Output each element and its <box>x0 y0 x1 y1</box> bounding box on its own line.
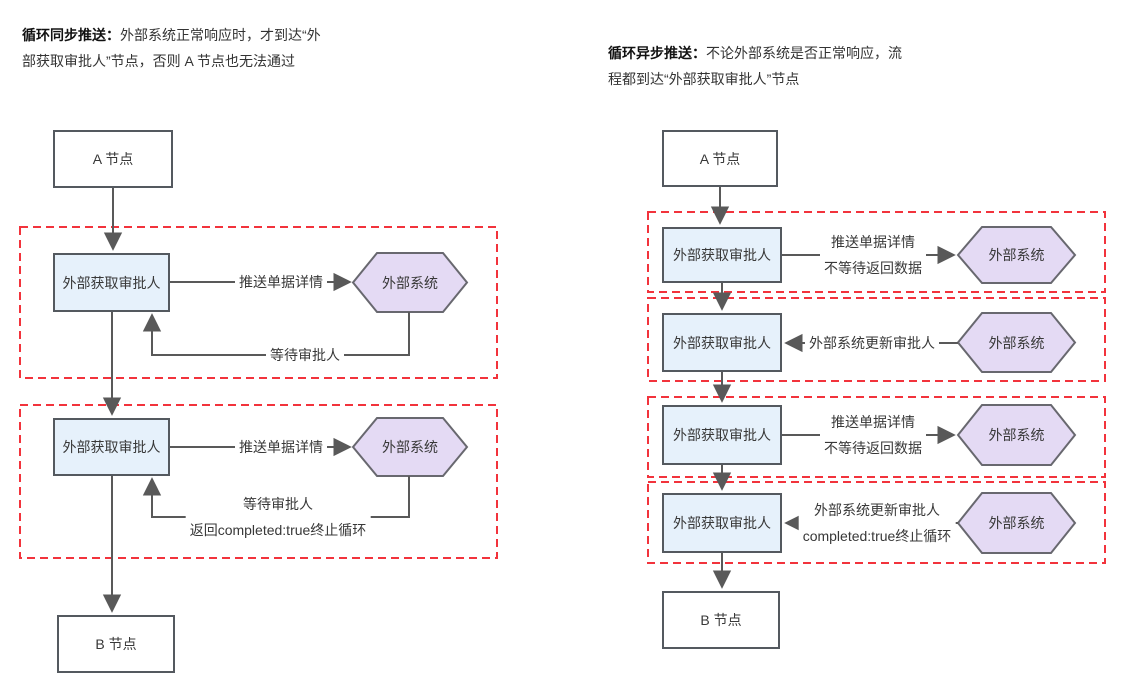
left-group1-forward-label: 推送单据详情 <box>235 269 327 295</box>
left-node-a-box: A 节点 <box>53 130 173 188</box>
right-caption-title: 循环异步推送： <box>608 45 706 61</box>
right-group1-label-line2: 不等待返回数据 <box>824 260 922 276</box>
right-group2-connector-label: 外部系统更新审批人 <box>805 330 939 356</box>
left-external2-label: 外部系统 <box>353 418 467 476</box>
left-node-b-label: B 节点 <box>95 636 137 652</box>
right-group1-connector-label: 推送单据详情 不等待返回数据 <box>820 229 926 281</box>
right-external1-label: 外部系统 <box>958 227 1075 283</box>
left-approver1-label: 外部获取审批人 <box>62 274 161 291</box>
left-group2-return-line2: 返回completed:true终止循环 <box>189 522 367 538</box>
right-group1-external-hexagon <box>956 226 1077 284</box>
right-approver4-label: 外部获取审批人 <box>673 515 771 531</box>
right-group3-label-line1: 推送单据详情 <box>831 414 915 430</box>
left-group2-return-label: 等待审批人 返回completed:true终止循环 <box>185 491 371 543</box>
left-group2-frame <box>19 404 498 559</box>
right-node-a-label: A 节点 <box>699 150 741 167</box>
right-node-b-box: B 节点 <box>662 591 780 649</box>
right-approver1-box: 外部获取审批人 <box>662 227 782 283</box>
right-group2-frame <box>647 297 1106 382</box>
left-approver2-box: 外部获取审批人 <box>53 418 170 476</box>
right-group3-connector-label: 推送单据详情 不等待返回数据 <box>820 409 926 461</box>
right-group4-frame <box>647 481 1106 564</box>
left-approver2-label: 外部获取审批人 <box>62 439 161 455</box>
right-external4-label: 外部系统 <box>958 493 1075 553</box>
left-group2-forward-label: 推送单据详情 <box>235 434 327 460</box>
right-external2-text: 外部系统 <box>988 334 1045 351</box>
left-external1-label: 外部系统 <box>353 253 467 312</box>
right-diagram-caption: 循环异步推送：不论外部系统是否正常响应，流程都到达“外部获取审批人”节点 <box>608 40 910 92</box>
left-node-b-box: B 节点 <box>57 615 175 673</box>
right-approver3-box: 外部获取审批人 <box>662 405 782 465</box>
right-group3-external-hexagon <box>956 404 1077 466</box>
right-group1-frame <box>647 211 1106 293</box>
left-node-a-label: A 节点 <box>92 151 134 167</box>
right-external4-text: 外部系统 <box>988 515 1045 531</box>
right-node-a-box: A 节点 <box>662 130 778 187</box>
right-external3-label: 外部系统 <box>958 405 1075 465</box>
right-node-b-label: B 节点 <box>700 612 742 628</box>
right-approver3-label: 外部获取审批人 <box>673 427 771 443</box>
left-group2-return-line1: 等待审批人 <box>242 496 313 512</box>
left-approver1-box: 外部获取审批人 <box>53 253 170 312</box>
left-external1-text: 外部系统 <box>382 274 438 291</box>
right-group1-label-line1: 推送单据详情 <box>831 234 915 250</box>
left-diagram-caption: 循环同步推送：外部系统正常响应时，才到达“外部获取审批人”节点，否则 A 节点也… <box>22 22 322 74</box>
right-group3-frame <box>647 396 1106 478</box>
right-approver4-box: 外部获取审批人 <box>662 493 782 553</box>
left-external2-text: 外部系统 <box>382 439 438 455</box>
right-external2-label: 外部系统 <box>958 313 1075 372</box>
right-approver1-label: 外部获取审批人 <box>673 247 771 263</box>
left-caption-text: 外部系统正常响应时，才到达“外部获取审批人”节点，否则 A 节点也无法通过 <box>22 27 321 69</box>
right-group4-label-line1: 外部系统更新审批人 <box>813 502 940 518</box>
right-external1-text: 外部系统 <box>988 247 1045 263</box>
right-approver2-label: 外部获取审批人 <box>673 334 771 351</box>
left-group1-return-label: 等待审批人 <box>266 342 344 368</box>
left-group1-frame <box>19 226 498 379</box>
right-group4-connector-label: 外部系统更新审批人 completed:true终止循环 <box>798 497 956 549</box>
left-group1-external-hexagon <box>351 252 469 313</box>
left-group2-external-hexagon <box>351 417 469 477</box>
right-external3-text: 外部系统 <box>988 427 1045 443</box>
right-group3-label-line2: 不等待返回数据 <box>824 440 922 456</box>
left-caption-title: 循环同步推送： <box>22 27 120 43</box>
right-caption-text: 不论外部系统是否正常响应，流程都到达“外部获取审批人”节点 <box>608 45 902 87</box>
right-group4-label-line2: completed:true终止循环 <box>802 528 952 544</box>
right-approver2-box: 外部获取审批人 <box>662 313 782 372</box>
